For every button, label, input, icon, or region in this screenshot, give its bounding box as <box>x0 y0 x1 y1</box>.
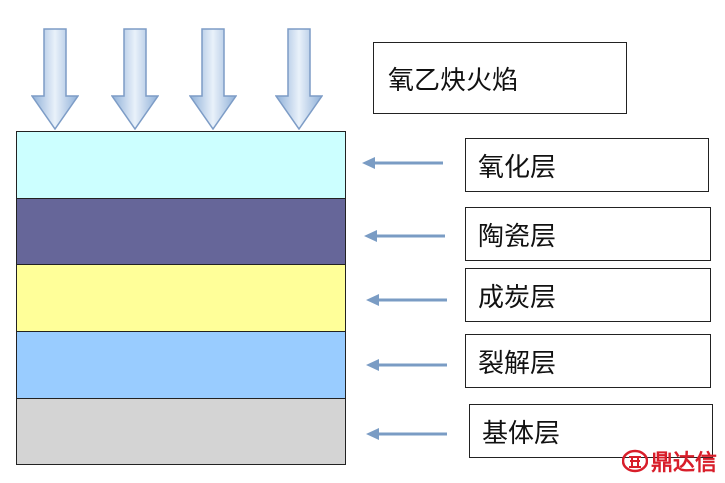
layer-oxidation <box>16 131 346 199</box>
layer-label-box-oxidation: 氧化层 <box>465 138 709 192</box>
layer-ceramic <box>16 198 346 265</box>
flame-arrow-3 <box>189 28 237 130</box>
flame-arrow-4 <box>275 28 323 130</box>
layer-label-box-ceramic: 陶瓷层 <box>465 207 711 261</box>
layer-label-pyrolysis: 裂解层 <box>478 348 557 379</box>
layer-label-substrate: 基体层 <box>482 418 561 449</box>
pointer-arrow-oxidation <box>362 157 443 169</box>
layer-label-box-char: 成炭层 <box>465 268 711 322</box>
layer-char <box>16 264 346 332</box>
layer-pyrolysis <box>16 331 346 399</box>
layer-label-oxidation: 氧化层 <box>478 152 557 183</box>
pointer-arrow-ceramic <box>364 230 445 242</box>
flame-label: 氧乙炔火焰 <box>388 65 519 96</box>
pointer-arrow-substrate <box>366 428 447 440</box>
layer-label-box-substrate: 基体层 <box>469 404 713 458</box>
pointer-arrow-char <box>366 294 447 306</box>
flame-arrow-1 <box>31 28 79 130</box>
watermark: 鼎达信 <box>622 446 717 476</box>
layer-label-char: 成炭层 <box>478 282 557 313</box>
watermark-text: 鼎达信 <box>651 451 718 476</box>
layer-label-box-pyrolysis: 裂解层 <box>465 334 711 388</box>
flame-arrow-2 <box>111 28 159 130</box>
layer-label-ceramic: 陶瓷层 <box>478 221 557 252</box>
watermark-logo-icon <box>622 449 648 473</box>
layer-substrate <box>16 398 346 465</box>
flame-label-box: 氧乙炔火焰 <box>373 42 627 114</box>
pointer-arrow-pyrolysis <box>366 359 447 371</box>
